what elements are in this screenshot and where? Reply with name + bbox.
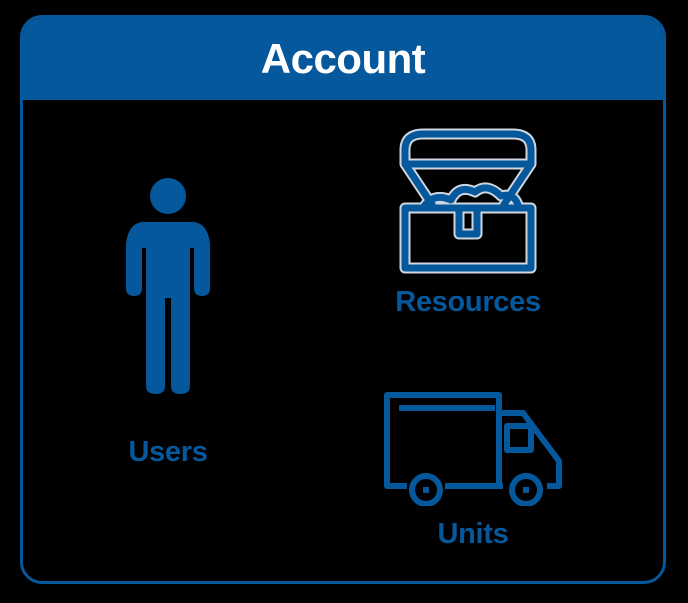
users-label: Users xyxy=(128,436,208,468)
resources-item[interactable]: Resources xyxy=(388,126,548,319)
account-card: Account Users xyxy=(20,15,666,584)
units-label: Units xyxy=(437,518,509,550)
users-item[interactable]: Users xyxy=(118,178,218,469)
card-header: Account xyxy=(23,18,663,100)
units-item[interactable]: Units xyxy=(383,391,563,551)
treasure-chest-icon xyxy=(393,126,543,276)
person-icon xyxy=(120,178,216,398)
truck-icon xyxy=(383,391,563,506)
card-title: Account xyxy=(260,35,426,82)
resources-label: Resources xyxy=(395,286,541,318)
